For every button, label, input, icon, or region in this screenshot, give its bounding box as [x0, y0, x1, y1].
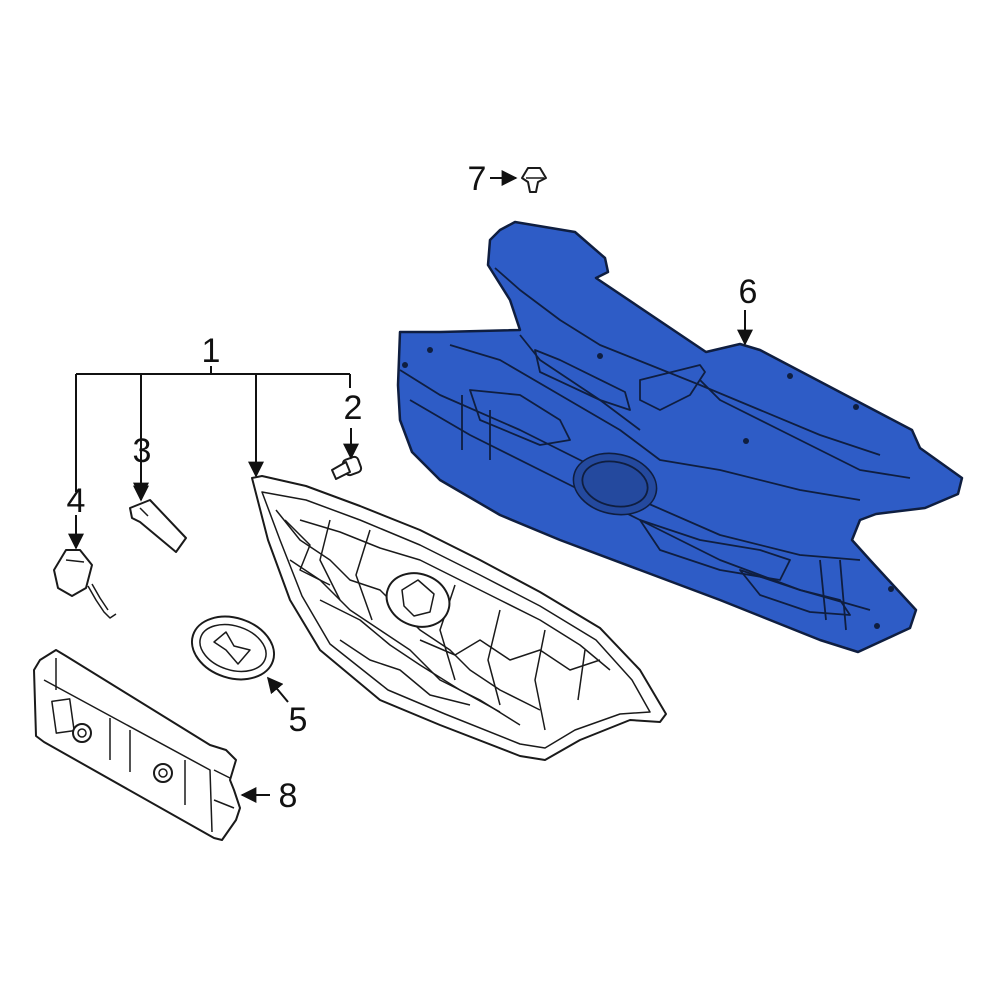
bracket[interactable]	[129, 499, 187, 553]
clip[interactable]	[521, 167, 547, 193]
callout-8: 8	[279, 777, 298, 815]
camera-sensor[interactable]	[53, 549, 117, 619]
screw[interactable]	[331, 455, 363, 480]
callout-7: 7	[468, 160, 487, 198]
callout-2: 2	[344, 389, 363, 427]
emblem[interactable]	[184, 606, 282, 689]
callout-1: 1	[202, 332, 221, 370]
grille-assembly[interactable]	[251, 475, 667, 761]
leader-lines	[68, 170, 753, 803]
callout-3: 3	[133, 432, 152, 470]
callout-6: 6	[739, 273, 758, 311]
license-plate-bracket[interactable]	[33, 649, 241, 841]
callout-4: 4	[67, 482, 86, 520]
callout-5: 5	[289, 701, 308, 739]
grille-support-panel[interactable]	[396, 220, 964, 654]
